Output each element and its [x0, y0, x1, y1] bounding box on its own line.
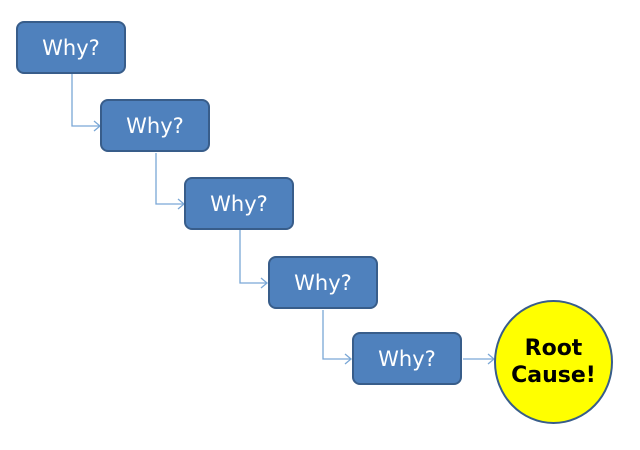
- why-label: Why?: [210, 191, 268, 216]
- why-box-3: Why?: [184, 177, 294, 230]
- why-box-5: Why?: [352, 332, 462, 385]
- connector-2-3: [155, 153, 184, 205]
- arrowhead-3-4: [260, 277, 269, 289]
- root-cause-line2: Cause!: [511, 363, 596, 388]
- why-label: Why?: [378, 346, 436, 371]
- root-cause-line1: Root: [524, 335, 583, 361]
- arrowhead-4-5: [344, 353, 353, 365]
- connector-1-2: [71, 74, 100, 127]
- why-label: Why?: [294, 270, 352, 295]
- why-box-1: Why?: [16, 21, 126, 74]
- connector-3-4: [239, 230, 267, 284]
- connector-4-5: [322, 310, 351, 360]
- why-label: Why?: [126, 113, 184, 138]
- why-box-2: Why?: [100, 99, 210, 152]
- why-box-4: Why?: [268, 256, 378, 309]
- why-label: Why?: [42, 35, 100, 60]
- root-cause-ellipse: Root Cause!: [494, 300, 613, 424]
